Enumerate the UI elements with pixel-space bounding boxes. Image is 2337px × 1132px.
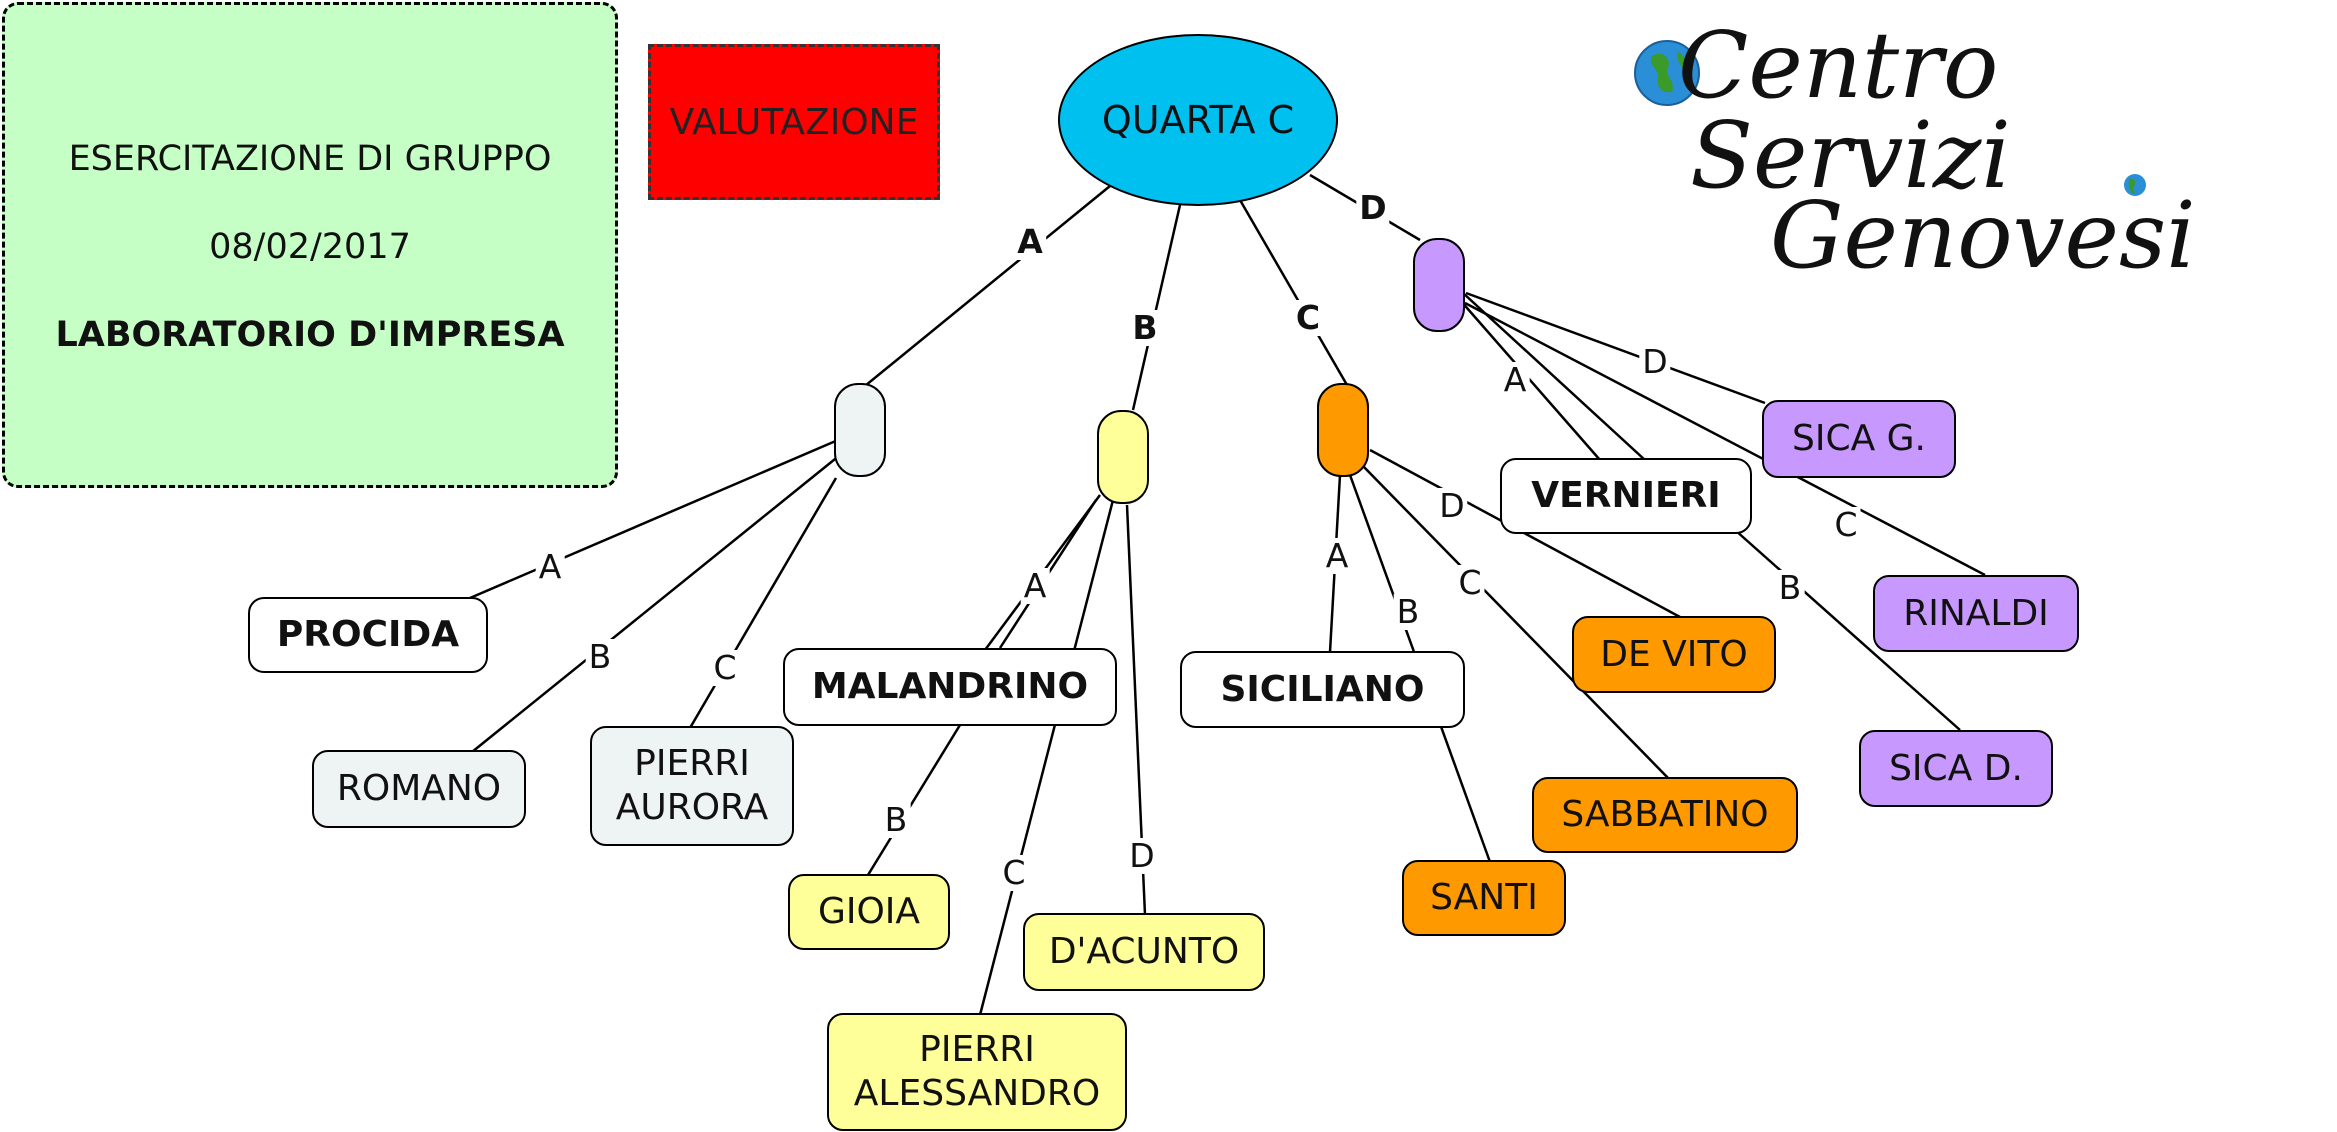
root-node[interactable]: QUARTA C [1058,34,1338,206]
member-siciliano[interactable]: SICILIANO [1180,651,1465,728]
edge-label-a-a: A [535,549,565,585]
edge-label-d-a: A [1500,362,1530,398]
edge-b-gioia [866,724,962,876]
edge-label-b-d: D [1126,838,1158,874]
member-pierri-aurora[interactable]: PIERRI AURORA [590,726,794,846]
logo-line-centro: Centro [1678,12,1999,119]
edge-label-root-c: C [1292,300,1324,336]
edge-a-procida [469,438,839,600]
valutazione-box[interactable]: VALUTAZIONE [648,44,940,200]
edge-label-c-c: C [1455,565,1485,601]
edge-label-b-c: C [999,855,1029,891]
member-sicag[interactable]: SICA G. [1762,400,1956,478]
member-gioia[interactable]: GIOIA [788,874,950,950]
logo-line-servizi: Servizi [1690,102,2011,209]
info-box: ESERCITAZIONE DI GRUPPO 08/02/2017 LABOR… [2,2,618,488]
member-vernieri[interactable]: VERNIERI [1500,458,1752,534]
member-devito[interactable]: DE VITO [1572,616,1776,693]
edge-label-b-b: B [881,802,911,838]
edge-label-a-b: B [585,639,615,675]
edge-root-c [1238,199,1349,386]
lab-title: LABORATORIO D'IMPRESA [55,315,565,355]
edge-label-c-a: A [1322,538,1352,574]
member-malandrino[interactable]: MALANDRINO [783,648,1117,726]
group-node-c[interactable] [1317,383,1369,477]
member-santi[interactable]: SANTI [1402,860,1566,936]
edge-root-a [859,185,1111,391]
exercise-title: ESERCITAZIONE DI GRUPPO [68,139,552,179]
edge-d-sicad [1734,529,1961,731]
edge-label-a-c: C [710,650,740,686]
member-sicad[interactable]: SICA D. [1859,730,2053,807]
edge-label-d-d: D [1639,344,1671,380]
group-node-b[interactable] [1097,410,1149,504]
edge-label-d-c: C [1831,507,1861,543]
member-romano[interactable]: ROMANO [312,750,526,828]
edge-label-root-a: A [1014,224,1046,260]
edge-b-pierri-alessandro [978,499,1115,1016]
member-dacunto[interactable]: D'ACUNTO [1023,913,1265,991]
edge-d-vernieri [1459,299,1601,461]
edge-d-vernieri-2 [1462,292,1646,461]
member-rinaldi[interactable]: RINALDI [1873,575,2079,652]
logo-line-genovesi: Genovesi [1770,182,2196,289]
group-node-a[interactable] [834,383,886,477]
edge-label-c-b: B [1393,594,1423,630]
edge-a-romano [471,454,841,753]
edge-label-root-d: D [1356,190,1390,226]
edge-a-pierri-aurora [688,477,838,729]
group-node-d[interactable] [1413,238,1465,332]
edge-c-sabbatino [1361,464,1671,781]
member-pierri-alessandro[interactable]: PIERRI ALESSANDRO [827,1013,1127,1131]
centro-servizi-genovesi-logo: Centro Servizi Genovesi [1600,10,2196,300]
exercise-date: 08/02/2017 [209,227,411,267]
edge-label-c-d: D [1436,488,1468,524]
member-sabbatino[interactable]: SABBATINO [1532,777,1798,853]
edge-label-d-b: B [1775,570,1805,606]
globe-icon [1634,40,1700,106]
edge-label-b-a: A [1020,568,1050,604]
edge-root-b [1131,204,1182,411]
small-globe-icon [2124,174,2146,196]
edge-d-rinaldi [1464,301,1986,577]
edge-label-root-b: B [1129,310,1161,346]
member-procida[interactable]: PROCIDA [248,597,488,673]
edge-d-sicag [1465,291,1766,405]
